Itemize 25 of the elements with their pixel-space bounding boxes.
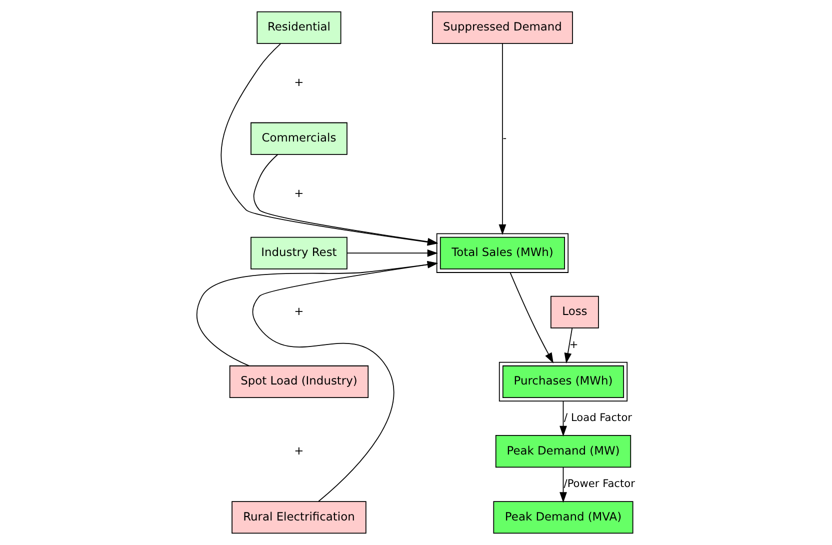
label: + [294,186,304,200]
node-box: Peak Demand (MW) [495,435,632,468]
arrow [498,43,506,235]
edge-label: + [569,338,578,351]
node-box: Residential [256,11,342,44]
node-box: Total Sales (MWh) [436,233,569,273]
node-box: Purchases (MWh) [498,362,628,402]
label: + [294,443,304,458]
node-box: Suppressed Demand [432,11,573,44]
arrow [560,400,567,436]
node-box: Spot Load (Industry) [229,365,369,398]
edge-label: /Power Factor [564,478,635,490]
node-box: Commercials [250,122,348,155]
arrow [510,272,554,364]
arrow [564,328,573,364]
edge-label: / Load Factor [564,412,632,424]
node-box: Industry Rest [250,236,348,270]
arrow [346,249,438,257]
label: + [294,304,304,318]
label: + [294,75,304,90]
node-box: Loss [550,296,599,328]
node-box: Rural Electrification [232,501,366,534]
edge-label: - [502,132,507,144]
arrow [560,467,567,503]
node-box: Peak Demand (MVA) [493,501,634,534]
